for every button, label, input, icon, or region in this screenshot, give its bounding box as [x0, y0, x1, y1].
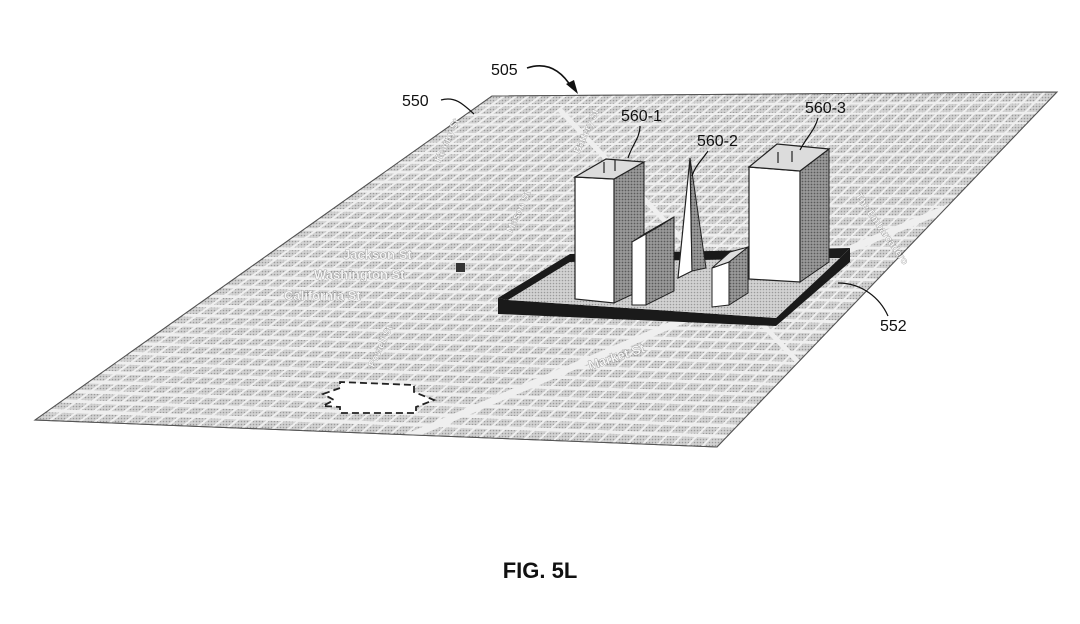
ref-552: 552 [880, 318, 907, 335]
ref-560-3: 560-3 [805, 100, 846, 117]
street-label-washington: Washington St [314, 267, 405, 282]
street-label-jackson: Jackson St [343, 247, 412, 262]
leader-505 [527, 66, 572, 88]
ref-560-1: 560-1 [621, 108, 662, 125]
location-marker [456, 263, 465, 272]
street-label-california: California St [284, 288, 361, 303]
ref-550: 550 [402, 93, 429, 110]
ref-560-2: 560-2 [697, 133, 738, 150]
ref-505: 505 [491, 62, 518, 79]
building-560-3 [749, 144, 829, 282]
figure-caption: FIG. 5L [0, 558, 1080, 584]
